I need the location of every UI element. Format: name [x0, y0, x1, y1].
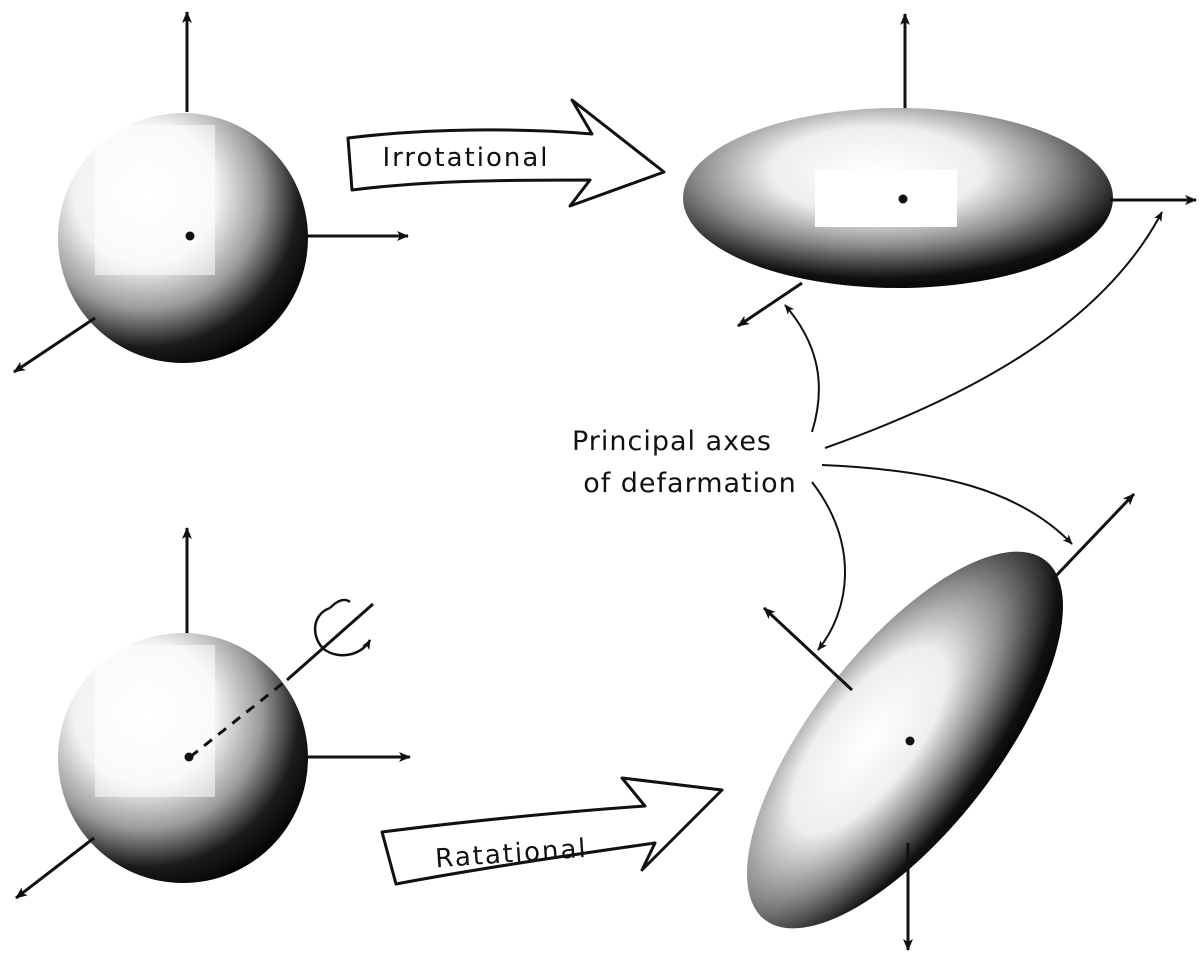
axis-up-right-arrow [1050, 492, 1136, 582]
sphere-cutout [95, 125, 215, 275]
sphere-center-dot [184, 752, 194, 762]
axis-diagonal-arrow [13, 316, 96, 374]
ellipsoid-center-dot [898, 194, 908, 204]
sphere-top-left [13, 11, 409, 374]
ellipsoid-cutout [815, 170, 957, 227]
irrotational-arrow: Irrotational [346, 98, 666, 208]
rotation-curl-icon [313, 606, 372, 657]
rotational-arrow: Ratational [380, 776, 724, 886]
pointer-curve-top-right [824, 211, 1163, 449]
axis-diagonal-arrow [737, 281, 803, 328]
principal-axes-annotation: Principal axes of defarmation [572, 211, 1163, 651]
rotation-axis-hidden [189, 678, 288, 759]
ellipsoid-center-dot [905, 736, 915, 746]
irrotational-label: Irrotational [382, 143, 549, 173]
axis-up-left-arrow [762, 606, 854, 692]
block-arrow-shape [380, 776, 724, 886]
ellipsoid-body [747, 551, 1063, 929]
sphere-cutout [95, 645, 215, 797]
pointer-curve-top-left [784, 304, 820, 433]
sphere-bottom-left [15, 527, 411, 900]
ellipsoid-top-right [683, 13, 1197, 328]
axis-diagonal-arrow [15, 836, 95, 900]
block-arrow-shape [346, 98, 666, 208]
pointer-curve-bottom-left [811, 481, 846, 651]
sphere-center-dot [185, 231, 195, 241]
rotation-axis [286, 602, 374, 682]
axes-label-line1: Principal axes [572, 426, 772, 457]
pointer-curve-bottom-right [821, 464, 1073, 545]
axes-label-line2: of defarmation [583, 468, 797, 499]
ellipsoid-bottom-right [747, 492, 1136, 951]
rotation-curl-back [329, 598, 351, 609]
